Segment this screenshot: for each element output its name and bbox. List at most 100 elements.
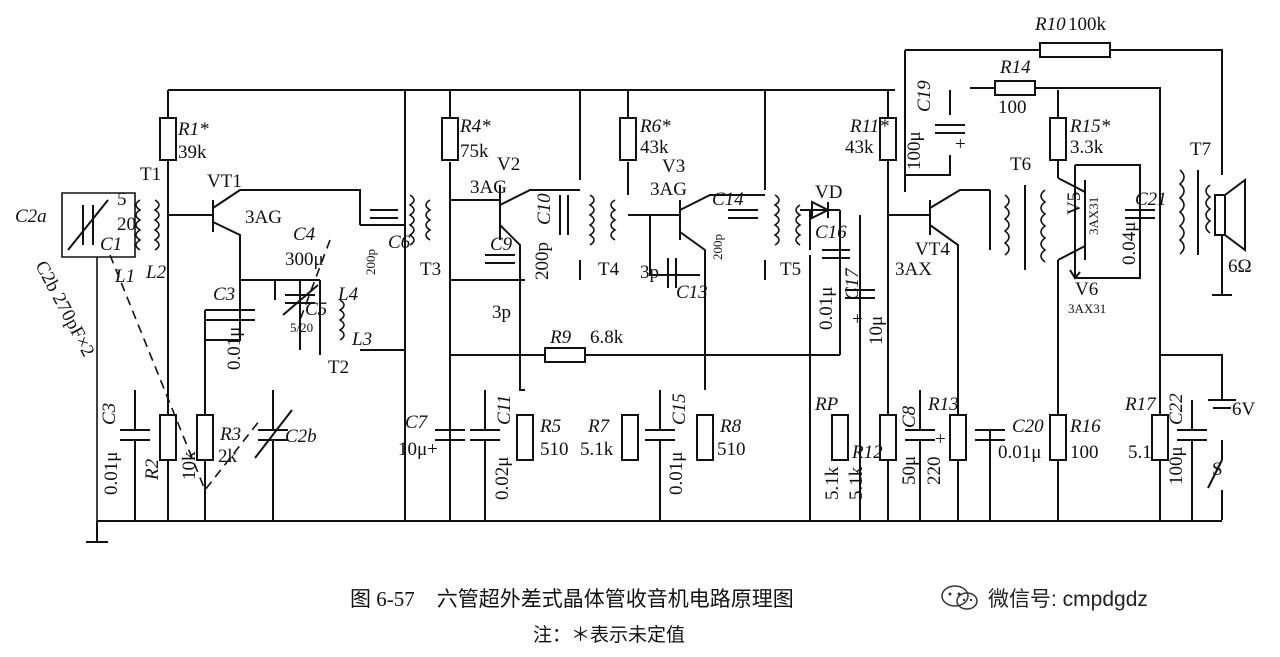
label-C21: C21 <box>1135 189 1167 210</box>
resistor-R17 <box>1151 414 1169 461</box>
capacitor-C21 <box>1125 209 1155 219</box>
label-C3-bottom: C3 <box>99 403 120 425</box>
label-C2b: C2b <box>285 426 317 447</box>
resistor-R3 <box>196 414 214 461</box>
label-R17-value: 5.1 <box>1128 442 1152 463</box>
label-battery-value: 6V <box>1232 399 1256 420</box>
wechat-icon <box>941 585 978 610</box>
label-C19-plus: + <box>955 134 966 155</box>
coil-T3-secondary <box>425 199 432 241</box>
coil-L1 <box>135 199 142 251</box>
label-V5-type: 3AX31 <box>1086 197 1101 235</box>
coil-T4-primary <box>588 194 595 246</box>
figure-number: 图 6-57 <box>350 587 415 611</box>
label-RP-value: 5.1k <box>822 466 843 500</box>
label-R3: R3 <box>219 424 241 445</box>
resistor-R8 <box>696 414 714 461</box>
label-R11: R11* <box>849 116 889 137</box>
label-C2b-value: C2b 270pF×2 <box>31 257 99 360</box>
diode-VD <box>811 200 831 220</box>
label-C10-value: 200p <box>532 242 553 280</box>
resistors <box>159 42 1169 461</box>
coil-L3 <box>338 299 345 341</box>
capacitor-C7 <box>435 429 465 441</box>
capacitor-C19 <box>935 124 965 134</box>
label-C1-5: 5 <box>117 189 127 210</box>
label-V3: V3 <box>662 156 685 177</box>
label-L4: L4 <box>337 284 359 305</box>
label-C6-value: 200p <box>363 249 378 275</box>
speaker-icon <box>1214 178 1246 252</box>
label-T3: T3 <box>420 259 441 280</box>
transformers <box>135 169 1212 341</box>
label-R1: R1* <box>177 119 209 140</box>
label-R1-value: 39k <box>178 142 207 163</box>
resistor-R11 <box>879 117 897 161</box>
capacitor-C3-top <box>205 309 255 321</box>
label-T1: T1 <box>140 164 161 185</box>
label-C13: C13 <box>676 282 708 303</box>
label-R7-value: 5.1k <box>580 439 614 460</box>
label-R15-value: 3.3k <box>1070 137 1104 158</box>
label-C14: C14 <box>712 189 744 210</box>
label-R2: R2 <box>142 458 163 481</box>
label-C20-value: 0.01μ <box>998 442 1041 463</box>
capacitor-C9 <box>485 254 515 264</box>
resistor-R14 <box>994 80 1036 96</box>
resistor-R10 <box>1039 42 1111 58</box>
label-V5: V5 <box>1064 192 1085 215</box>
label-V2-type: 3AG <box>470 177 507 198</box>
label-R4: R4* <box>459 116 491 137</box>
variable-capacitor-C2a <box>67 199 109 251</box>
label-C7: C7 <box>405 412 429 433</box>
resistor-R2 <box>159 414 177 461</box>
label-C8: C8 <box>899 405 920 428</box>
label-C19-value: 100μ <box>904 131 925 170</box>
watermark: 微信号: cmpdgdz <box>940 583 1148 613</box>
label-V6-type: 3AX31 <box>1068 301 1106 316</box>
label-C3-top: C3 <box>213 284 235 305</box>
coil-L2 <box>153 199 160 251</box>
capacitor-C3-bottom <box>120 390 150 520</box>
label-R5: R5 <box>539 416 561 437</box>
capacitors <box>67 124 1207 520</box>
label-T4: T4 <box>598 259 620 280</box>
label-T7: T7 <box>1190 139 1211 160</box>
label-C3-top-value: 0.01μ <box>224 327 245 370</box>
label-C22-value: 100μ <box>1166 446 1187 485</box>
label-VD: VD <box>815 182 842 203</box>
label-C5: C5 <box>305 299 327 320</box>
label-R4-value: 75k <box>460 141 489 162</box>
label-R9-value: 6.8k <box>590 327 624 348</box>
component-labels: C2a C2b 270pF×2 5 20 C1 L1 L2 T1 R1* 39k… <box>15 14 1256 500</box>
resistor-R15 <box>1049 117 1067 161</box>
label-C1: C1 <box>100 234 122 255</box>
label-C14-value: 200p <box>710 234 725 260</box>
label-R9: R9 <box>549 327 572 348</box>
label-VT1-type: 3AG <box>245 207 282 228</box>
capacitor-C15 <box>645 390 675 520</box>
label-C16: C16 <box>815 222 847 243</box>
label-R13: R13 <box>927 394 959 415</box>
transistors <box>1057 177 1086 280</box>
label-R14: R14 <box>999 57 1031 78</box>
label-C9: C9 <box>490 234 513 255</box>
capacitor-C11 <box>470 390 500 520</box>
resistor-R5 <box>516 414 534 461</box>
resistor-R4 <box>441 117 459 161</box>
label-R3-value: 2k <box>218 446 238 467</box>
label-C19: C19 <box>914 80 935 112</box>
transistor-V6-emitter <box>1069 269 1081 280</box>
label-C10: C10 <box>534 193 555 225</box>
label-L3: L3 <box>351 329 372 350</box>
resistor-R12 <box>879 414 897 461</box>
resistor-R1 <box>159 117 177 161</box>
label-C8-value: 50μ <box>899 456 920 485</box>
resistor-R9 <box>544 347 586 363</box>
capacitor-C22 <box>1177 400 1207 520</box>
capacitor-C16 <box>822 249 850 259</box>
label-R5-value: 510 <box>540 439 569 460</box>
label-C11-value: 0.02μ <box>492 457 513 500</box>
label-C4: C4 <box>293 224 316 245</box>
